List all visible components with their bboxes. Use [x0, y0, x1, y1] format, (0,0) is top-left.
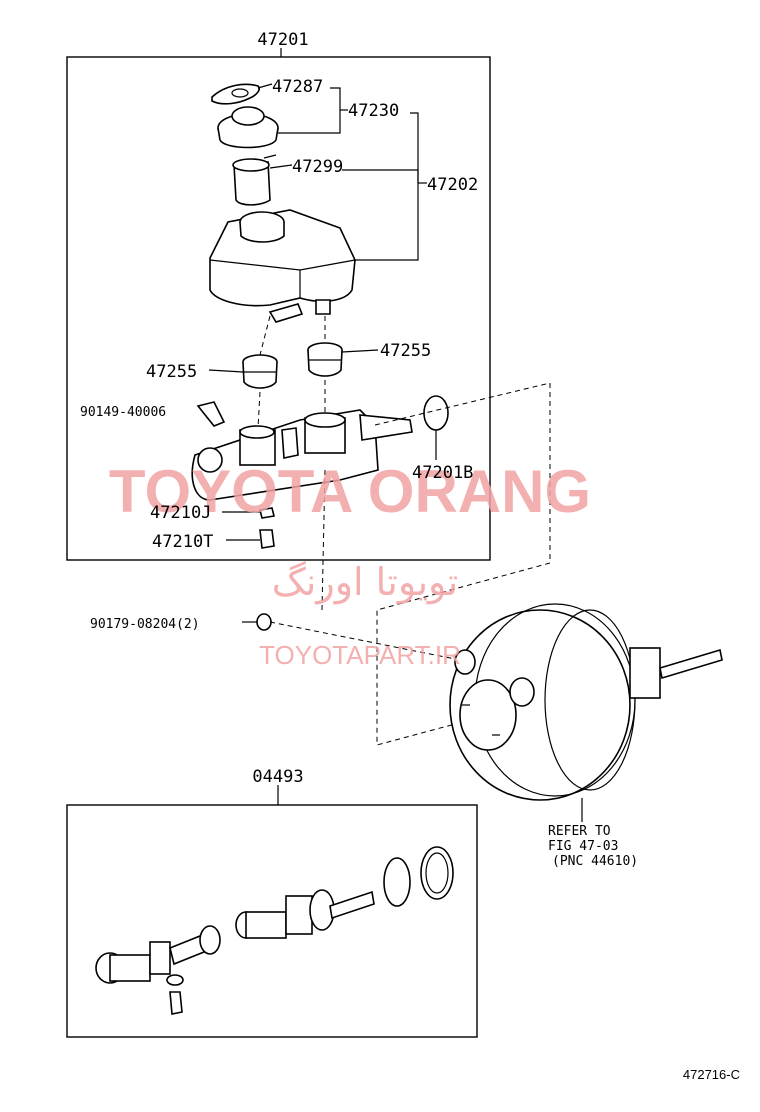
watermark-persian: تویوتا اورنگ	[272, 560, 459, 605]
label-bleeder-plug: 90149-40006	[80, 405, 166, 420]
label-refer-line1: REFER TO	[548, 824, 611, 839]
watermark-english: TOYOTA ORANG	[109, 458, 591, 525]
label-cap: 47287	[272, 77, 323, 97]
reservoir-part	[209, 209, 356, 323]
label-reservoir-sub: 47202	[427, 175, 478, 195]
secondary-piston-part	[235, 889, 375, 939]
figure-code: 472716-C	[683, 1067, 740, 1082]
label-strainer: 47299	[292, 157, 343, 177]
nut-part	[256, 613, 272, 631]
bleeder-plug-part	[196, 401, 226, 427]
kit-seal-part	[383, 857, 411, 907]
label-refer-line2: FIG 47-03	[548, 839, 618, 854]
repair-kit-frame	[66, 804, 478, 1038]
kit-nut-part	[166, 974, 184, 986]
label-nut: 90179-08204(2)	[90, 617, 200, 632]
primary-piston-part	[95, 925, 221, 984]
grommet-left-part	[242, 354, 278, 389]
master-cylinder-body-part	[191, 409, 413, 501]
label-reservoir-union-t: 47210T	[152, 532, 213, 552]
label-reservoir-cap-set: 47230	[348, 101, 399, 121]
label-grommet-right: 47255	[380, 341, 431, 361]
cap-gasket-part	[211, 83, 260, 105]
label-reservoir-union-j: 47210J	[150, 503, 211, 523]
reservoir-cap-part	[217, 106, 279, 149]
kit-union-part	[169, 991, 183, 1015]
label-grommet-left: 47255	[146, 362, 197, 382]
label-assy-master-cylinder: 47201	[257, 30, 308, 50]
reservoir-union-t-part	[259, 529, 275, 549]
watermark-url: TOYOTAPART.IR	[259, 640, 461, 670]
o-ring-part	[423, 395, 449, 431]
brake-booster-part	[449, 603, 723, 801]
reservoir-union-j-part	[259, 507, 275, 519]
label-refer-line3: (PNC 44610)	[552, 854, 638, 869]
master-cylinder-frame	[66, 56, 491, 561]
grommet-right-part	[307, 342, 343, 377]
label-kit: 04493	[252, 767, 303, 787]
strainer-part	[232, 154, 277, 206]
label-o-ring: 47201B	[412, 463, 473, 483]
